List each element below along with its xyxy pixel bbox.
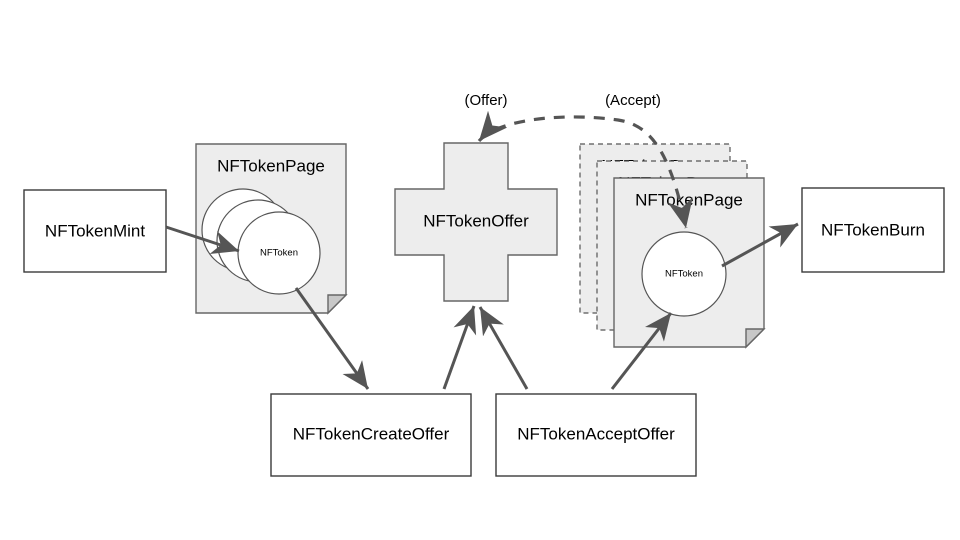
edges-layer — [165, 110, 799, 390]
node-nftokenmint[interactable]: NFTokenMint — [23, 189, 167, 273]
nftokenpage-right-front-label: NFTokenPage — [635, 190, 743, 209]
nftokenmint-label: NFTokenMint — [45, 221, 145, 240]
nftoken-circle-right[interactable] — [641, 231, 727, 317]
node-nftokenoffer[interactable]: NFTokenOffer — [394, 142, 558, 302]
nftoken-right-label: NFToken — [665, 269, 703, 280]
edge-createoffer-to-offer — [442, 305, 477, 390]
nftokenoffer-label: NFTokenOffer — [423, 211, 529, 230]
node-nftokencreateoffer[interactable]: NFTokenCreateOffer — [270, 393, 472, 477]
edge-acceptoffer-to-pageright — [610, 312, 673, 390]
node-nftokenburn[interactable]: NFTokenBurn — [801, 187, 945, 273]
nftokencreateoffer-label: NFTokenCreateOffer — [293, 424, 450, 443]
nftokenpage-right-fold-icon — [745, 328, 766, 349]
node-nftokenpage-left[interactable]: NFTokenPage NFToken — [195, 143, 348, 315]
edge-offer-accept-arc — [477, 110, 693, 229]
nftokenpage-left-fold-icon — [327, 294, 348, 315]
nftokenburn-label: NFTokenBurn — [821, 220, 925, 239]
edge-mint-to-page — [165, 225, 240, 254]
nftokenburn-box[interactable] — [801, 187, 945, 273]
edge-page-to-createoffer — [294, 287, 370, 390]
edge-pageright-to-burn — [721, 222, 799, 268]
nftokenacceptoffer-box[interactable] — [495, 393, 697, 477]
accept-edge-label: (Accept) — [605, 92, 661, 109]
offer-edge-label: (Offer) — [464, 92, 507, 109]
nftokenpage-left-label: NFTokenPage — [217, 156, 325, 175]
nftokenacceptoffer-label: NFTokenAcceptOffer — [517, 424, 675, 443]
edge-labels-layer: (Offer) (Accept) — [464, 92, 660, 109]
nftokencreateoffer-box[interactable] — [270, 393, 472, 477]
nftokenpage-right-front[interactable]: NFTokenPage NFToken — [613, 177, 766, 349]
nftokenmint-box[interactable] — [23, 189, 167, 273]
nftoken-left-label: NFToken — [260, 248, 298, 259]
edge-acceptoffer-to-offer — [478, 306, 529, 390]
node-nftokenacceptoffer[interactable]: NFTokenAcceptOffer — [495, 393, 697, 477]
